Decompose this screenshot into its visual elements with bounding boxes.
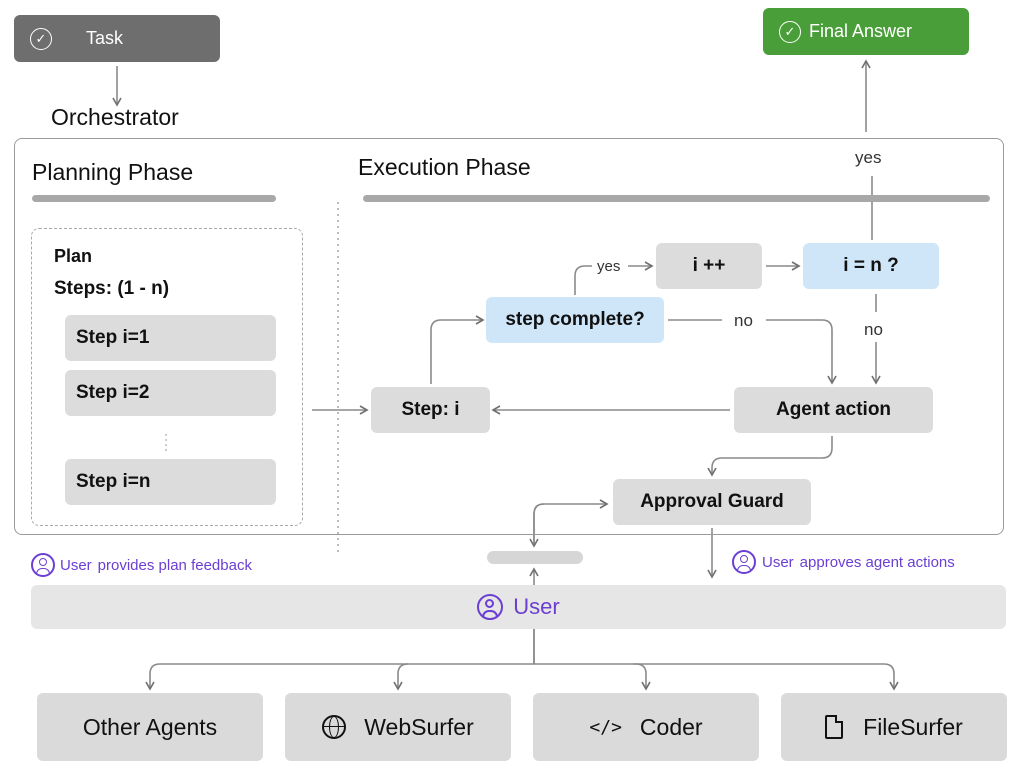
plan-card [31, 228, 303, 526]
arrow-to-websurfer [393, 663, 409, 691]
agent-action-node: Agent action [734, 387, 933, 433]
planning-phase-title: Planning Phase [32, 159, 194, 185]
user-bar: User [31, 585, 1006, 629]
final-answer-box: ✓ Final Answer [763, 8, 969, 55]
code-icon: </> [589, 716, 622, 738]
step-i-node: Step: i [371, 387, 490, 433]
orchestrator-frame [14, 138, 1004, 535]
plan-step-n: Step i=n [65, 459, 276, 505]
user-circle-icon [31, 553, 55, 577]
final-answer-label: Final Answer [809, 21, 913, 41]
arrow-to-filesurfer [634, 663, 899, 691]
plan-step-2: Step i=2 [65, 370, 276, 416]
execution-phase-title: Execution Phase [358, 154, 531, 180]
user-connector-pill [487, 551, 583, 564]
line-yes-start [574, 265, 592, 295]
edge-label-no: no [730, 311, 757, 331]
arrow-to-other-agents [145, 590, 535, 691]
approval-guard-node: Approval Guard [613, 479, 811, 525]
plan-steps-label: Steps: (1 - n) [54, 278, 170, 299]
step-complete-node: step complete? [486, 297, 664, 343]
increment-node: i ++ [656, 243, 762, 289]
user-circle-icon [477, 594, 504, 620]
i-equals-n-node: i = n ? [803, 243, 939, 289]
arrow-guard-to-user [529, 503, 545, 548]
arrow-step-to-check [430, 315, 485, 384]
task-label: Task [86, 28, 124, 48]
arrow-to-coder [534, 663, 651, 691]
plan-feedback-note: User provides plan feedback [31, 553, 252, 577]
edge-label-yes: yes [593, 258, 625, 275]
plan-title: Plan [54, 246, 93, 266]
file-icon [825, 715, 844, 739]
user-circle-icon [732, 550, 756, 574]
agent-coder: </> Coder [533, 693, 759, 761]
plan-step-1: Step i=1 [65, 315, 276, 361]
check-circle-icon: ✓ [779, 20, 801, 43]
user-bar-label: User [513, 594, 560, 619]
arrow-agent-to-guard [707, 436, 833, 477]
globe-icon [322, 715, 347, 739]
edge-label-no-down: no [860, 320, 887, 340]
planning-phase-bar [32, 195, 276, 202]
execution-phase-bar [363, 195, 990, 202]
agent-other-agents: Other Agents [37, 693, 263, 761]
agent-filesurfer: FileSurfer [781, 693, 1007, 761]
orchestrator-title: Orchestrator [51, 104, 179, 130]
agent-websurfer: WebSurfer [285, 693, 511, 761]
actions-approval-note: User approves agent actions [732, 550, 955, 574]
check-circle-icon: ✓ [30, 27, 52, 50]
task-box: ✓ Task [14, 15, 220, 62]
arrow-no-to-agent [766, 319, 837, 385]
edge-label-yes-final: yes [851, 148, 886, 168]
